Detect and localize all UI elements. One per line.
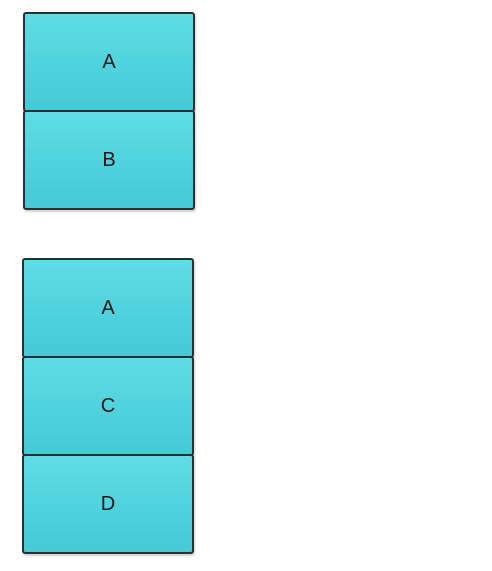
block-a: A [23, 12, 195, 112]
block-label: D [100, 492, 116, 515]
block-c: C [22, 356, 194, 456]
block-b: B [23, 110, 195, 210]
stack-bottom: A C D [22, 258, 194, 554]
block-a: A [22, 258, 194, 358]
block-label: A [101, 296, 115, 319]
stack-top: A B [23, 12, 195, 210]
block-d: D [22, 454, 194, 554]
block-label: B [102, 148, 116, 171]
block-label: A [102, 50, 116, 73]
block-label: C [100, 394, 116, 417]
